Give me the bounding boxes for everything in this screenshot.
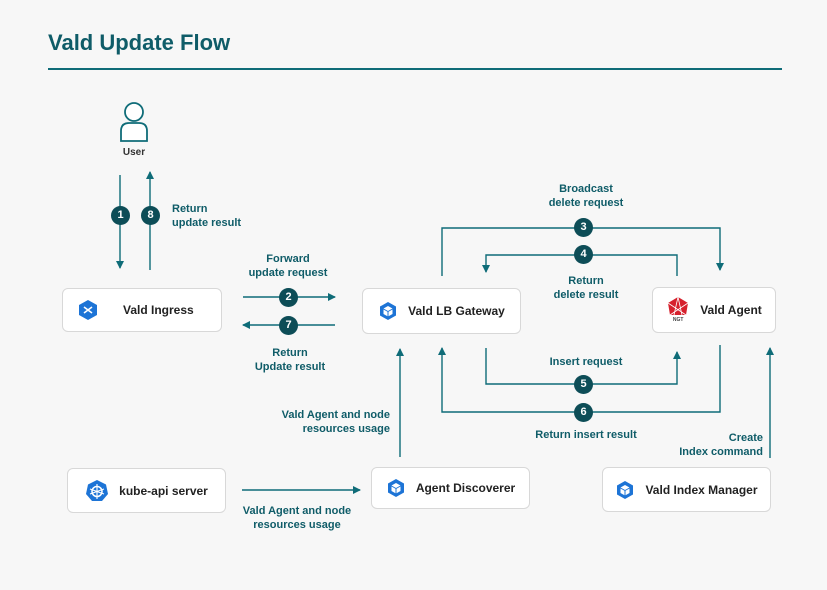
step-badge-1: 1 [111,206,130,225]
vald-agent-label: Vald Agent [700,303,762,317]
vald-ingress-label: Vald Ingress [123,303,194,317]
cube-icon [617,480,634,499]
page-title: Vald Update Flow [48,30,231,55]
cube-icon [387,479,404,497]
user-icon [120,102,148,142]
step-badge-5: 5 [574,375,593,394]
vald-index-manager-label: Vald Index Manager [645,482,758,497]
ngt-icon: NGT [666,296,690,324]
step-badge-8: 8 [141,206,160,225]
agent-discoverer-node[interactable]: Agent Discoverer [371,467,530,509]
step-badge-2: 2 [279,288,298,307]
kube-api-server-node[interactable]: kube-api server [67,468,226,513]
user-label: User [122,147,146,158]
kubernetes-icon [86,479,109,501]
vald-index-manager-node[interactable]: Vald Index Manager [602,467,771,512]
step-badge-4: 4 [574,245,593,264]
vald-lb-gateway-label: Vald LB Gateway [408,304,505,318]
step-badge-7: 7 [279,316,298,335]
ngt-icon-text: NGT [672,317,684,323]
agent-discoverer-label: Agent Discoverer [415,481,516,495]
title-divider [48,68,782,70]
cube-icon [380,302,397,320]
step-badge-6: 6 [574,403,593,422]
vald-lb-gateway-node[interactable]: Vald LB Gateway [362,288,521,334]
label-return-insert-result: Return insert result [535,429,637,441]
vald-ingress-icon [79,300,97,320]
step-badge-3: 3 [574,218,593,237]
vald-agent-node[interactable]: NGT Vald Agent [652,287,776,333]
kube-api-server-label: kube-api server [119,483,208,498]
label-insert-request: Insert request [549,356,623,368]
vald-ingress-node[interactable]: Vald Ingress [62,288,222,332]
